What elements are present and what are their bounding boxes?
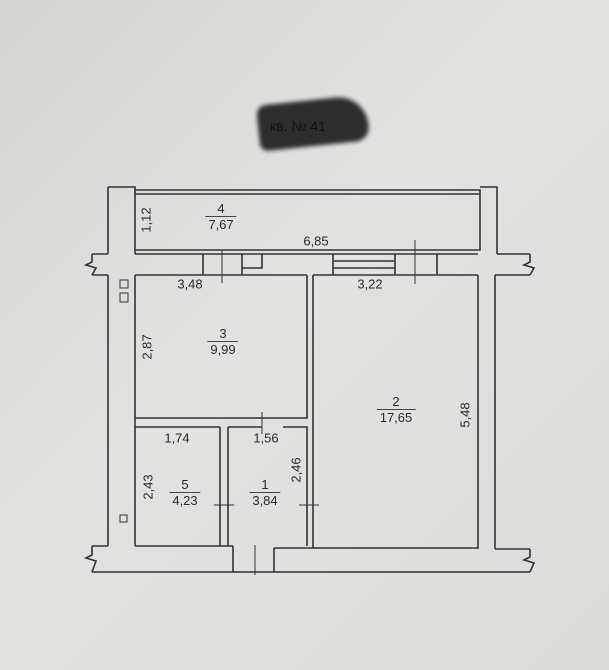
dim-room2-width: 3,22 bbox=[357, 276, 383, 292]
wall-break-bottom-right bbox=[521, 549, 536, 573]
dim-room1-width: 1,56 bbox=[253, 430, 279, 446]
right-wall bbox=[477, 275, 496, 549]
bottom-wall bbox=[92, 545, 530, 573]
dim-balcony-length: 6,85 bbox=[303, 233, 329, 249]
wall-break-bottom-left bbox=[83, 546, 98, 573]
door-marks bbox=[214, 240, 416, 575]
dim-room3-depth: 2,87 bbox=[139, 334, 155, 360]
partition-room3 bbox=[135, 275, 314, 548]
vent-icon bbox=[119, 279, 129, 289]
dim-room2-depth: 5,48 bbox=[457, 402, 473, 428]
dim-room1-depth: 2,46 bbox=[288, 457, 304, 483]
left-wall bbox=[107, 275, 136, 546]
dim-room5-width: 1,74 bbox=[164, 430, 190, 446]
upper-wall-openings bbox=[135, 253, 478, 275]
balcony-wall bbox=[107, 186, 498, 254]
dim-balcony-depth: 1,12 bbox=[138, 207, 154, 233]
wall-break-right bbox=[521, 254, 536, 276]
wall-break-left bbox=[83, 254, 98, 276]
apartment-title: кв. № 41 bbox=[270, 118, 326, 134]
dim-room3-width: 3,48 bbox=[177, 276, 203, 292]
dim-room5-depth: 2,43 bbox=[140, 474, 156, 500]
vent-icon bbox=[119, 514, 128, 523]
vent-icon bbox=[119, 292, 129, 303]
upper-wall bbox=[92, 250, 530, 276]
